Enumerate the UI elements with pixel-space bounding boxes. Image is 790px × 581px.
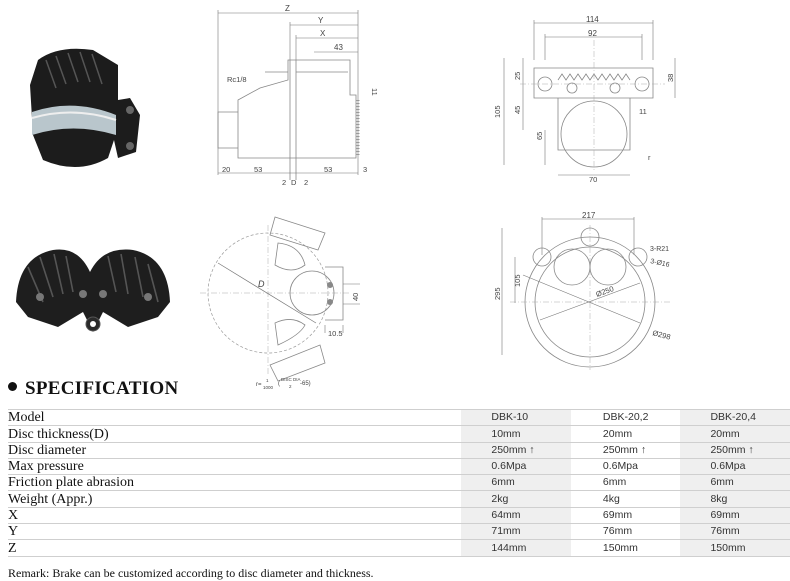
cell-dbk-10: 10mm: [461, 425, 571, 443]
cell-dbk-20-4: 20mm: [680, 425, 790, 443]
bullet-icon: [8, 382, 17, 391]
cell-dbk-20-2: 4kg: [570, 490, 681, 508]
cell-dbk-20-4: DBK-20,4: [680, 408, 790, 427]
cell-dbk-20-2: 20mm: [570, 425, 681, 443]
cell-dbk-20-2: 6mm: [570, 474, 681, 492]
svg-text:1: 1: [266, 378, 269, 383]
svg-text:DISC DIA: DISC DIA: [281, 377, 301, 382]
svg-text:D: D: [291, 178, 297, 187]
row-label: Disc diameter: [8, 442, 462, 459]
row-label: Model: [8, 408, 462, 427]
svg-text:43: 43: [334, 43, 343, 52]
svg-text:53: 53: [254, 165, 262, 174]
cell-dbk-10: 250mm ↑: [461, 442, 571, 459]
product-photo-double-brake: [16, 249, 170, 332]
cell-dbk-10: 71mm: [461, 523, 571, 541]
svg-text:Y: Y: [318, 16, 324, 25]
cell-dbk-20-2: 0.6Mpa: [570, 458, 681, 476]
svg-text:217: 217: [582, 211, 596, 220]
front-view-drawing: 114 92 25 38 105 45 65 11 70 r: [493, 15, 676, 184]
svg-text:2: 2: [289, 384, 292, 389]
svg-text:X: X: [320, 29, 326, 38]
row-label: X: [8, 507, 462, 525]
svg-text:65: 65: [535, 132, 544, 140]
svg-text:105: 105: [513, 274, 522, 287]
disc-view-drawing: D 40 10.5 r= 1 1000 ( DISC DIA 2 -65): [200, 216, 360, 390]
svg-text:40: 40: [351, 293, 360, 301]
cell-dbk-20-4: 8kg: [680, 490, 790, 508]
svg-text:53: 53: [324, 165, 332, 174]
cell-dbk-20-2: DBK-20,2: [570, 408, 681, 427]
svg-text:70: 70: [589, 175, 597, 184]
cell-dbk-20-4: 0.6Mpa: [680, 458, 790, 476]
svg-text:38: 38: [666, 74, 675, 82]
svg-text:45: 45: [513, 106, 522, 114]
cell-dbk-20-4: 250mm ↑: [680, 442, 790, 459]
svg-text:11: 11: [639, 107, 647, 116]
svg-text:11: 11: [370, 88, 379, 96]
svg-text:2: 2: [304, 178, 308, 187]
row-label: Weight (Appr.): [8, 490, 462, 508]
svg-text:295: 295: [493, 287, 502, 300]
row-label: Friction plate abrasion: [8, 474, 462, 492]
cell-dbk-10: 2kg: [461, 490, 571, 508]
svg-text:105: 105: [493, 105, 502, 118]
cell-dbk-20-2: 150mm: [570, 539, 681, 557]
svg-text:114: 114: [586, 15, 599, 24]
svg-text:20: 20: [222, 165, 230, 174]
svg-text:1000: 1000: [263, 385, 274, 390]
cell-dbk-10: DBK-10: [461, 408, 571, 427]
cell-dbk-10: 64mm: [461, 507, 571, 525]
cell-dbk-20-2: 69mm: [570, 507, 681, 525]
row-label: Z: [8, 539, 462, 557]
section-title: SPECIFICATION: [8, 378, 178, 400]
cell-dbk-10: 0.6Mpa: [461, 458, 571, 476]
cell-dbk-20-2: 250mm ↑: [570, 442, 681, 459]
svg-text:3-R21: 3-R21: [650, 246, 669, 253]
side-view-drawing: Z Y X 43 Rc1/8 11 20 53 2 D 2 53 3: [217, 4, 379, 187]
cell-dbk-10: 144mm: [461, 539, 571, 557]
svg-text:-65): -65): [300, 381, 311, 387]
svg-text:r: r: [648, 153, 651, 162]
cell-dbk-20-4: 69mm: [680, 507, 790, 525]
svg-text:r=: r=: [256, 382, 262, 388]
remark-text: Remark: Brake can be customized accordin…: [8, 566, 374, 580]
svg-text:D: D: [258, 279, 265, 289]
cell-dbk-20-4: 150mm: [680, 539, 790, 557]
svg-text:Ø298: Ø298: [651, 328, 671, 341]
double-caliper-drawing: 217 295 105 Ø250 Ø298 3-R21 3-Ø16: [493, 211, 672, 370]
row-label: Disc thickness(D): [8, 425, 462, 443]
product-photo-single-brake: [30, 48, 140, 168]
svg-text:Rc1/8: Rc1/8: [227, 75, 247, 84]
svg-text:Z: Z: [285, 4, 290, 13]
svg-text:10.5: 10.5: [328, 329, 343, 338]
cell-dbk-20-2: 76mm: [570, 523, 681, 541]
svg-text:Ø250: Ø250: [595, 284, 615, 299]
cell-dbk-20-4: 76mm: [680, 523, 790, 541]
svg-text:92: 92: [588, 29, 597, 38]
svg-text:25: 25: [513, 72, 522, 80]
cell-dbk-10: 6mm: [461, 474, 571, 492]
svg-text:3-Ø16: 3-Ø16: [650, 258, 671, 269]
svg-text:2: 2: [282, 178, 286, 187]
svg-text:3: 3: [363, 165, 367, 174]
cell-dbk-20-4: 6mm: [680, 474, 790, 492]
row-label: Max pressure: [8, 458, 462, 476]
row-label: Y: [8, 523, 462, 541]
svg-text:(: (: [278, 381, 280, 387]
